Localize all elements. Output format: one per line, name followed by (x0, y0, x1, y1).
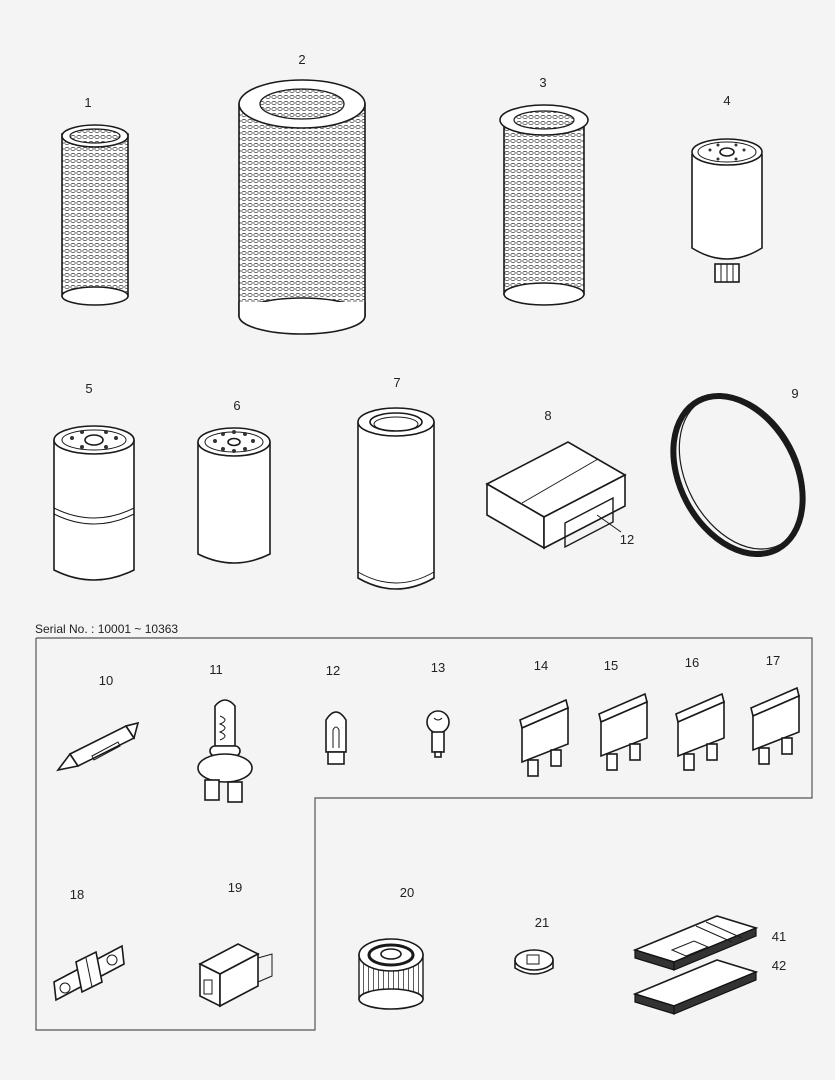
serial-range-label: Serial No. : 10001 ~ 10363 (35, 622, 179, 636)
fuse-holder-icon (198, 943, 273, 1008)
pleated-filter-element-icon (358, 938, 424, 1010)
spin-on-oil-filter-icon (53, 425, 135, 581)
part-label: 15 (603, 658, 619, 673)
blade-fuse-icon (598, 692, 648, 771)
large-air-filter-icon (238, 79, 366, 335)
part-label: 14 (533, 658, 549, 673)
part-label: 8 (544, 408, 552, 423)
bayonet-bulb-icon (426, 710, 450, 758)
part-label: 17 (765, 653, 781, 668)
drive-belt-icon (670, 392, 806, 558)
wedge-bulb-icon (325, 711, 347, 765)
manual-book-icon (632, 915, 759, 1015)
halogen-headlamp-bulb-icon (197, 699, 253, 803)
part-label: 5 (85, 381, 93, 396)
part-label: 1 (84, 95, 92, 110)
part-label: 3 (539, 75, 547, 90)
part-label: 10 (98, 673, 114, 688)
part-label: 2 (298, 52, 306, 67)
part-label: 11 (209, 662, 223, 677)
part-label: 4 (723, 93, 731, 108)
part-label: 16 (684, 655, 700, 670)
callout-label: 12 (619, 532, 635, 547)
part-label: 12 (325, 663, 341, 678)
blade-fuse-icon (675, 692, 725, 771)
safety-filter-element-icon (357, 407, 435, 590)
cylindrical-mesh-filter-icon (61, 124, 129, 306)
slow-blow-fuse-icon (53, 944, 125, 1002)
part-label: 9 (791, 386, 799, 401)
festoon-bulb-icon (56, 721, 140, 772)
filter-kit-box-icon (485, 441, 627, 550)
part-label: 7 (393, 375, 401, 390)
part-label: 41 (771, 929, 787, 944)
part-label: 6 (233, 398, 241, 413)
part-label: 19 (227, 880, 243, 895)
part-label: 21 (534, 915, 550, 930)
blade-fuse-icon (519, 698, 569, 777)
part-label: 42 (771, 958, 787, 973)
filter-nut-icon (514, 949, 554, 975)
blade-fuse-icon (750, 686, 800, 765)
part-label: 20 (399, 885, 415, 900)
part-label: 13 (430, 660, 446, 675)
mesh-filter-element-icon (499, 104, 589, 306)
spin-on-filter-icon (197, 427, 271, 564)
fuel-filter-with-drain-icon (691, 138, 763, 283)
part-label: 18 (69, 887, 85, 902)
